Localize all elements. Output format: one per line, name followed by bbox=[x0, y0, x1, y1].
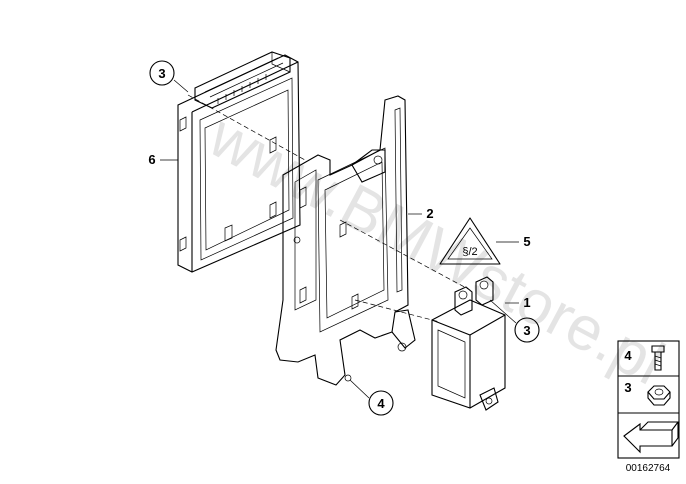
svg-text:3: 3 bbox=[624, 380, 631, 395]
assembly-line-1 bbox=[187, 94, 306, 161]
warning-label-part-5: §/2 bbox=[439, 217, 501, 265]
svg-text:3: 3 bbox=[523, 323, 530, 338]
svg-text:4: 4 bbox=[377, 396, 385, 411]
legend-item-bolt[interactable]: 4 bbox=[624, 345, 665, 371]
legend-item-nut[interactable]: 3 bbox=[624, 380, 671, 406]
bolt-icon bbox=[651, 345, 665, 371]
callout-3-right[interactable]: 3 bbox=[489, 299, 540, 343]
diagram-number: 00162764 bbox=[626, 463, 671, 474]
svg-text:6: 6 bbox=[148, 152, 155, 167]
control-unit-part-6 bbox=[177, 51, 301, 273]
svg-text:§/2: §/2 bbox=[462, 246, 477, 258]
bracket-part-2 bbox=[275, 95, 416, 386]
callout-4[interactable]: 4 bbox=[349, 379, 394, 416]
assembly-line-2 bbox=[339, 219, 471, 291]
svg-text:5: 5 bbox=[523, 234, 530, 249]
arrow-icon bbox=[623, 421, 680, 454]
svg-text:2: 2 bbox=[426, 206, 433, 221]
callout-1[interactable]: 1 bbox=[505, 295, 531, 310]
callout-3-top[interactable]: 3 bbox=[149, 60, 189, 93]
svg-text:4: 4 bbox=[624, 348, 632, 363]
watermark: www.BMWstore.pl bbox=[198, 101, 675, 399]
legend-panel: 4 3 bbox=[617, 340, 680, 459]
callout-2[interactable]: 2 bbox=[408, 206, 434, 221]
module-part-1 bbox=[431, 276, 506, 411]
callout-5[interactable]: 5 bbox=[496, 234, 531, 249]
svg-text:1: 1 bbox=[523, 295, 530, 310]
svg-text:3: 3 bbox=[158, 66, 165, 81]
nut-icon bbox=[647, 385, 671, 406]
assembly-line-3 bbox=[354, 299, 441, 323]
callout-6[interactable]: 6 bbox=[148, 152, 178, 167]
